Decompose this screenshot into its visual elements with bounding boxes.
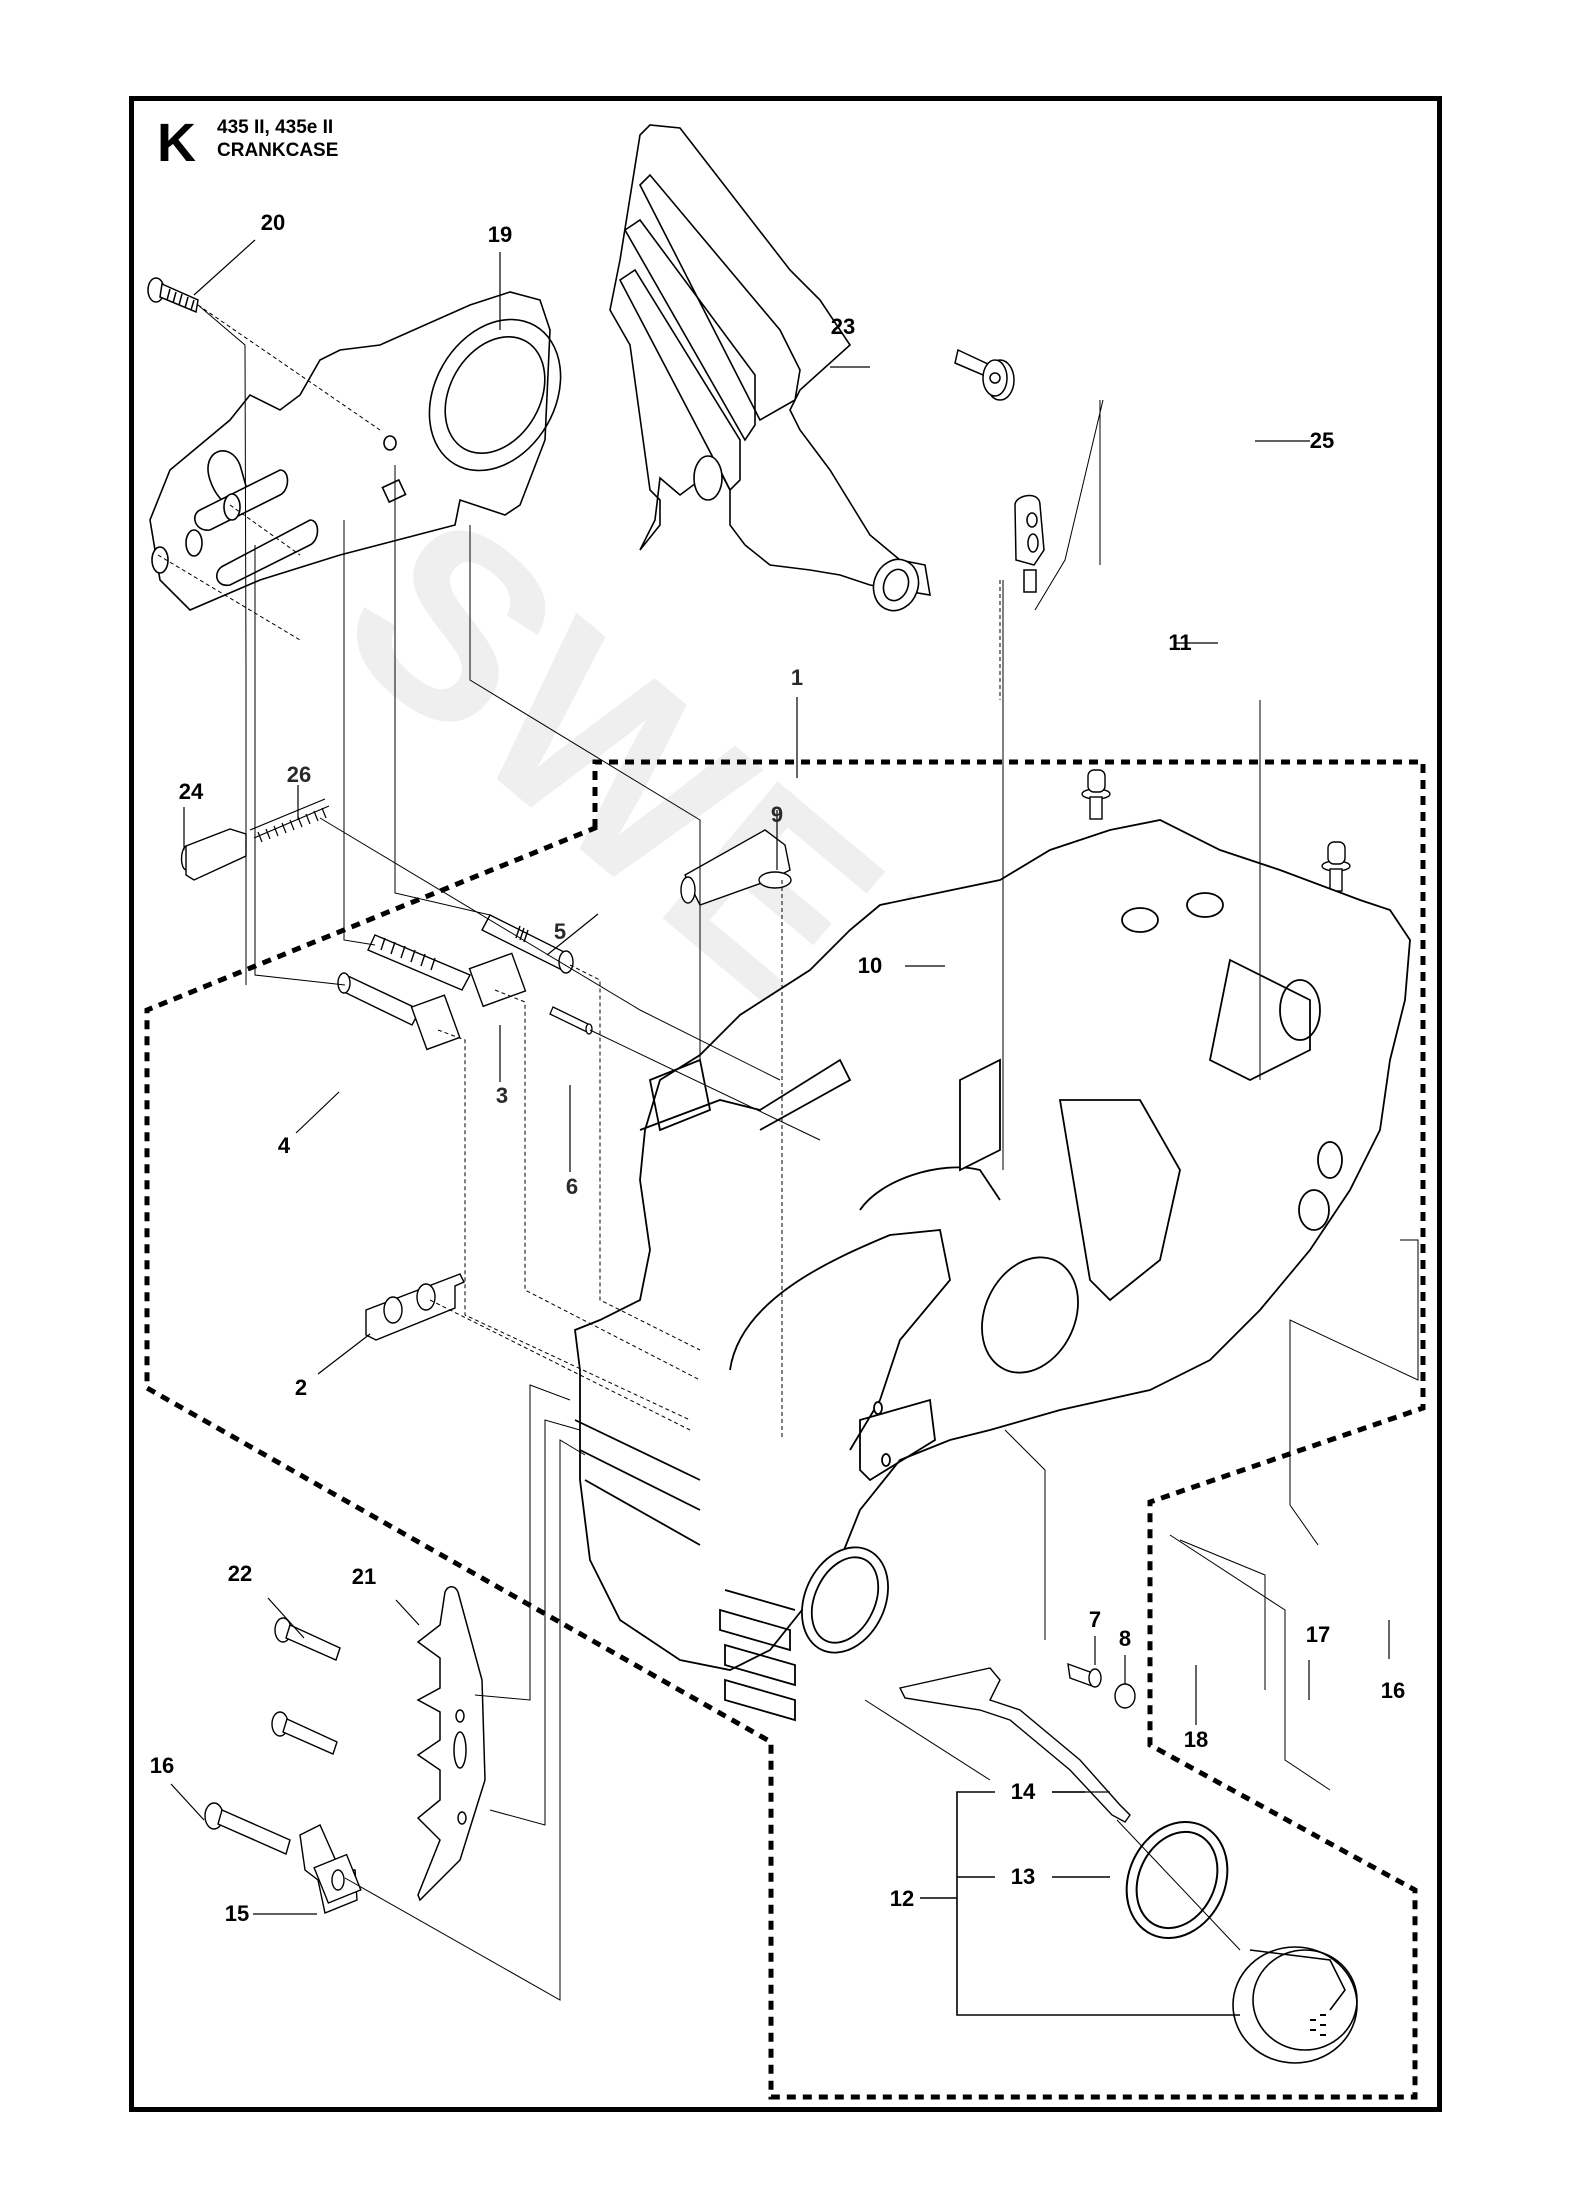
part-7-nipple bbox=[1067, 1662, 1102, 1688]
part-14-fuel-filter bbox=[898, 1667, 1131, 1823]
part-13-seal-ring bbox=[1125, 1820, 1229, 1940]
part-16-screw-left bbox=[204, 1802, 291, 1855]
section-title: CRANKCASE bbox=[217, 140, 339, 161]
callout-7[interactable]: 7 bbox=[1088, 1607, 1102, 1632]
assembly-1-boundary bbox=[144, 759, 1426, 2100]
part-21-bucking-spike bbox=[416, 1586, 486, 1902]
callout-16-right[interactable]: 16 bbox=[1380, 1678, 1406, 1703]
callout-15[interactable]: 15 bbox=[224, 1901, 250, 1926]
part-25-screw bbox=[954, 348, 1015, 401]
callout-9[interactable]: 9 bbox=[770, 802, 784, 827]
model-label: 435 II, 435e II bbox=[217, 117, 334, 138]
part-1-crankcase bbox=[574, 819, 1411, 1722]
part-23-hand-guard bbox=[609, 124, 931, 612]
part-19-chain-guard bbox=[149, 291, 562, 611]
callout-21[interactable]: 21 bbox=[351, 1564, 377, 1589]
callout-26[interactable]: 26 bbox=[286, 762, 312, 787]
part-15-bracket bbox=[299, 1824, 362, 1914]
callout-12[interactable]: 12 bbox=[889, 1886, 915, 1911]
callout-2[interactable]: 2 bbox=[294, 1375, 308, 1400]
part-12-fuel-cap bbox=[1232, 1946, 1358, 2064]
callout-13[interactable]: 13 bbox=[1010, 1864, 1036, 1889]
part-24-slider bbox=[180, 828, 247, 881]
callout-6[interactable]: 6 bbox=[565, 1174, 579, 1199]
callout-23[interactable]: 23 bbox=[830, 314, 856, 339]
callout-14[interactable]: 14 bbox=[1010, 1779, 1036, 1804]
part-3-threaded-bolt bbox=[367, 934, 527, 1008]
callout-17[interactable]: 17 bbox=[1305, 1622, 1331, 1647]
diagram-frame bbox=[129, 96, 1442, 2112]
leader-lines bbox=[170, 239, 1390, 1915]
callout-4[interactable]: 4 bbox=[277, 1133, 291, 1158]
part-6-pin bbox=[549, 1006, 593, 1035]
callout-10[interactable]: 10 bbox=[857, 953, 883, 978]
callout-11[interactable]: 11 bbox=[1168, 630, 1192, 655]
callout-22[interactable]: 22 bbox=[227, 1561, 253, 1586]
callout-25[interactable]: 25 bbox=[1309, 428, 1335, 453]
part-26-spring bbox=[249, 798, 330, 843]
part-20-screw bbox=[147, 277, 199, 314]
kit-12-bracket bbox=[920, 1791, 1240, 2016]
projection-lines bbox=[197, 304, 1419, 2001]
part-2-catcher-plate bbox=[365, 1273, 465, 1341]
callout-19[interactable]: 19 bbox=[487, 222, 513, 247]
callout-8[interactable]: 8 bbox=[1118, 1626, 1132, 1651]
callout-5[interactable]: 5 bbox=[553, 919, 567, 944]
part-22-screws bbox=[271, 1617, 341, 1755]
callout-3[interactable]: 3 bbox=[495, 1083, 509, 1108]
section-letter: K bbox=[157, 113, 196, 173]
part-8-plug bbox=[1114, 1683, 1136, 1709]
callout-24[interactable]: 24 bbox=[178, 779, 204, 804]
part-11-clip bbox=[1014, 494, 1045, 593]
callout-20[interactable]: 20 bbox=[260, 210, 286, 235]
part-4-bar-bolt bbox=[337, 972, 461, 1051]
hidden-projection-lines bbox=[157, 304, 1001, 1440]
callout-18[interactable]: 18 bbox=[1183, 1727, 1209, 1752]
callout-16-left[interactable]: 16 bbox=[149, 1753, 175, 1778]
callout-1[interactable]: 1 bbox=[790, 665, 804, 690]
part-9-oil-fitting bbox=[680, 829, 792, 906]
